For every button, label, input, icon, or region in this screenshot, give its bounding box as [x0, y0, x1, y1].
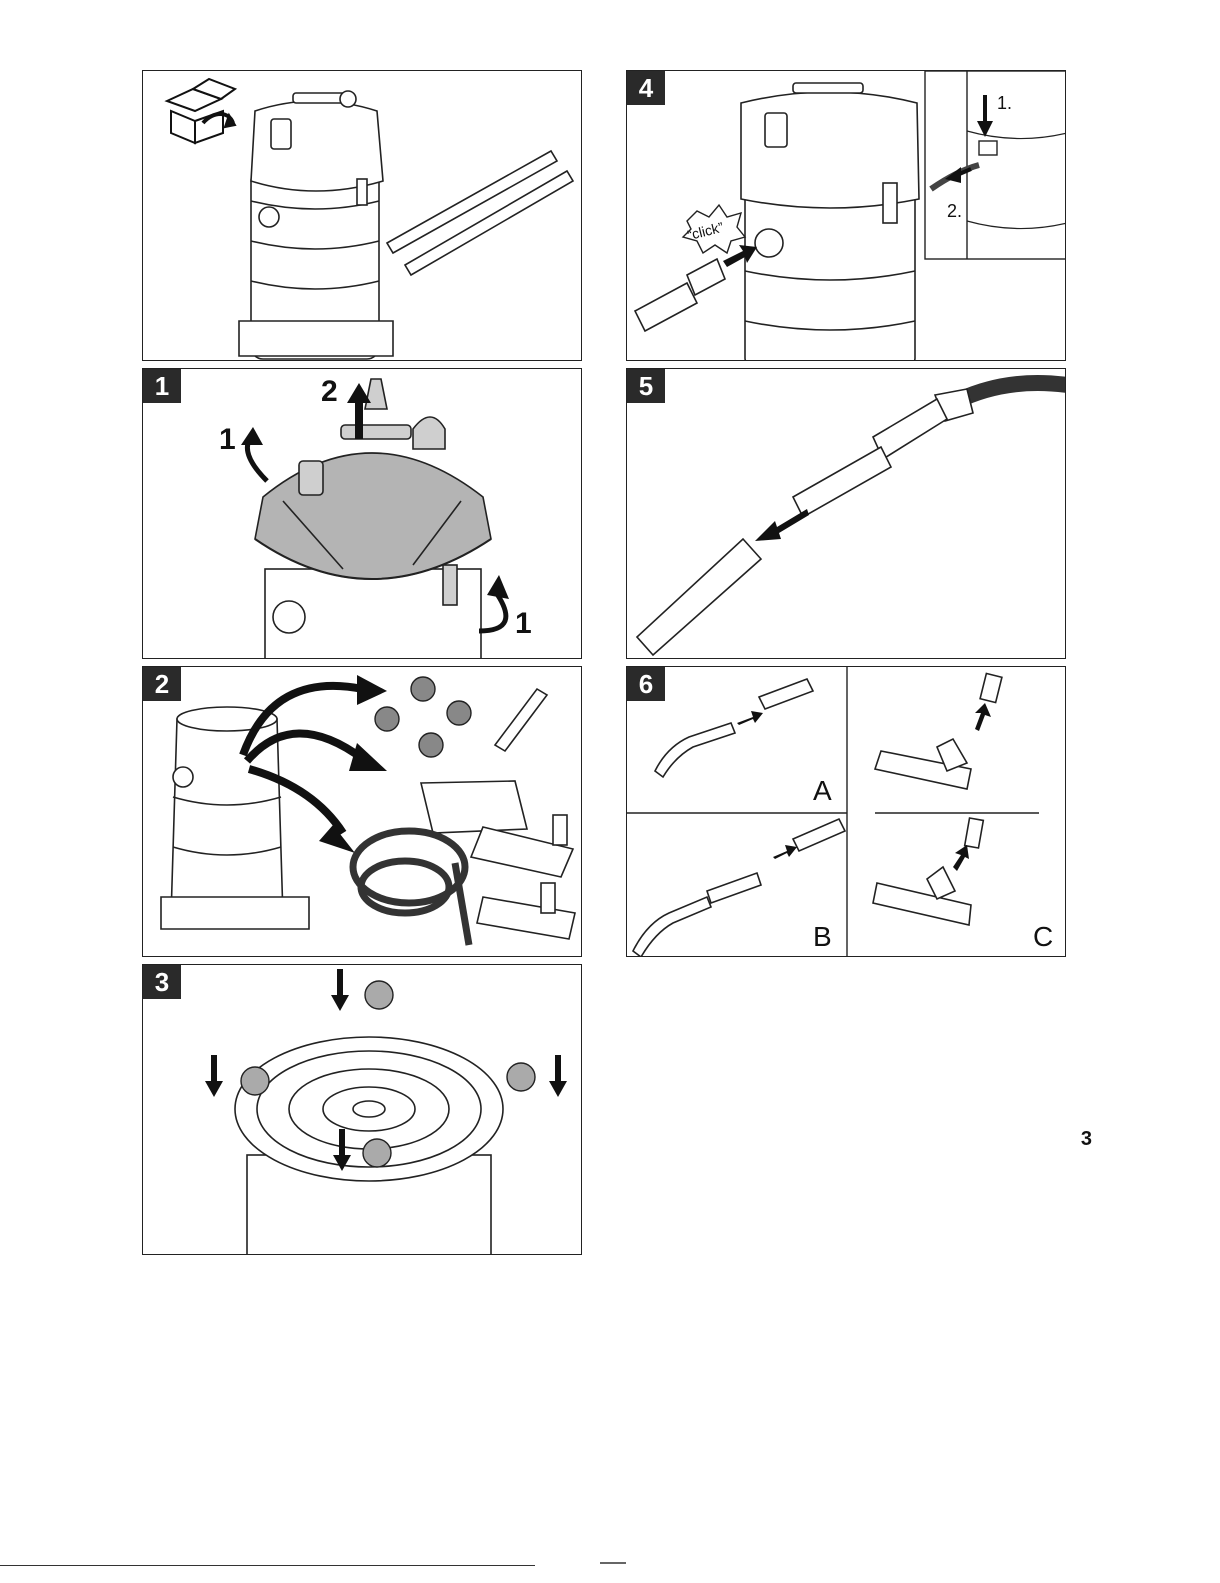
callout-number: 2 — [321, 375, 338, 409]
footer-rule — [0, 1565, 535, 1566]
callout-number: 1 — [515, 607, 532, 641]
sub-panel-letter: A — [813, 775, 832, 807]
panel-step-6: 6 A B C — [626, 666, 1066, 957]
panel-unpack — [142, 70, 582, 361]
caster-mounting-illustration — [143, 965, 582, 1255]
crevice-nozzle-icon — [637, 539, 761, 655]
arrow-icon — [953, 845, 969, 871]
footer-mark — [600, 1562, 626, 1564]
filter-bag-icon — [421, 781, 527, 833]
crevice-nozzle-icon — [495, 689, 547, 751]
step-number-badge: 2 — [143, 667, 181, 701]
sub-panel-letter: B — [813, 921, 832, 953]
tube-assembly-illustration — [627, 369, 1066, 659]
suction-tube-icon — [793, 389, 973, 517]
step-number-badge: 3 — [143, 965, 181, 999]
vacuum-cleaner-icon — [255, 379, 491, 659]
arrow-icon — [737, 711, 763, 725]
caster-icon — [375, 677, 471, 757]
step-number-badge: 1 — [143, 369, 181, 403]
arrow-icon — [975, 703, 991, 731]
panel-step-1: 1 1 2 1 — [142, 368, 582, 659]
sub-panel-letter: C — [1033, 921, 1053, 953]
accessories-illustration — [627, 667, 1066, 957]
hose-icon — [957, 383, 1066, 401]
connect-hose-illustration — [627, 71, 1066, 361]
vacuum-cleaner-icon — [741, 83, 919, 361]
hose-icon — [353, 831, 469, 945]
step-number-badge: 6 — [627, 667, 665, 701]
callout-number: 1 — [219, 423, 236, 457]
panel-step-2: 2 — [142, 666, 582, 957]
package-contents-illustration — [143, 667, 582, 957]
callout-step-label: 1. — [997, 93, 1012, 114]
panel-step-5: 5 — [626, 368, 1066, 659]
vacuum-cleaner-icon — [239, 91, 393, 359]
arrow-icon — [755, 509, 809, 541]
floor-nozzle-icon — [873, 818, 983, 925]
panel-step-3: 3 — [142, 964, 582, 1255]
vacuum-cleaner-icon — [161, 707, 309, 929]
unpack-illustration — [143, 71, 582, 361]
unpack-box-icon — [167, 79, 235, 143]
suction-tube-icon — [387, 151, 573, 275]
callout-step-label: 2. — [947, 201, 962, 222]
suction-tube-icon — [655, 679, 813, 777]
arrow-icon — [773, 845, 797, 859]
hose-icon — [635, 259, 725, 331]
floor-nozzle-icon — [875, 673, 1002, 789]
page-number: 3 — [1081, 1128, 1092, 1151]
panel-step-4: 4 — [626, 70, 1066, 361]
floor-nozzle-icon — [471, 815, 575, 939]
step-number-badge: 4 — [627, 71, 665, 105]
step-number-badge: 5 — [627, 369, 665, 403]
inset-detail — [925, 71, 1066, 259]
